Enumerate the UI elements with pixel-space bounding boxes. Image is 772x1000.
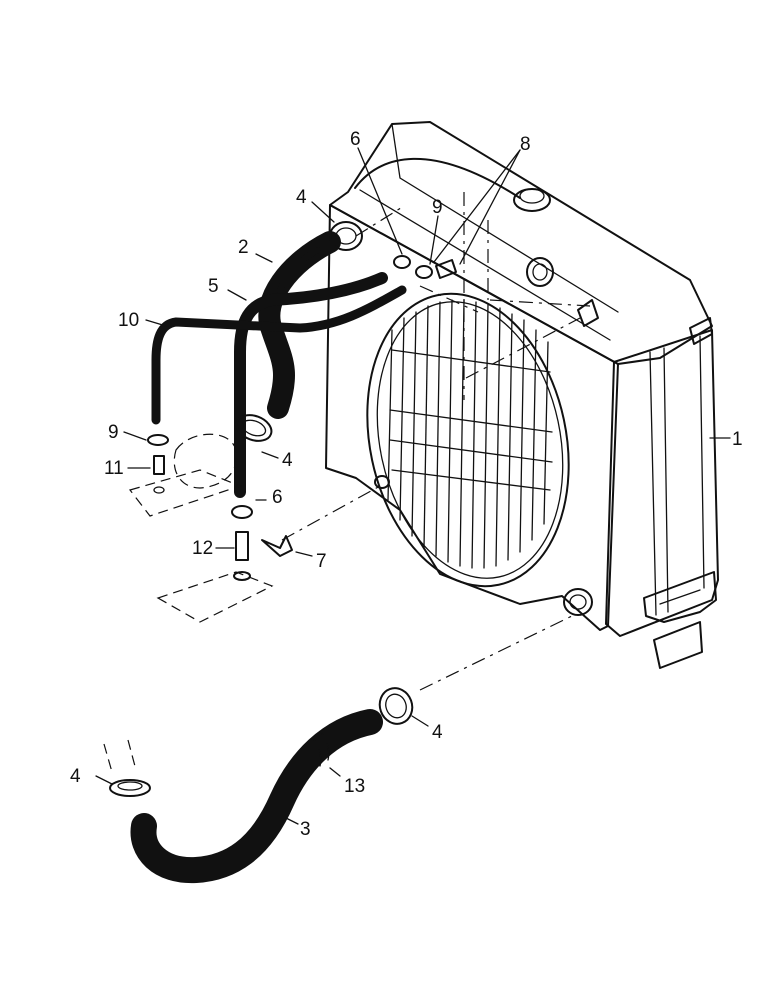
callout-13: 13 <box>344 776 365 797</box>
callout-8: 8 <box>520 134 531 155</box>
callout-9-upper: 9 <box>432 197 443 218</box>
callout-4-lower-left: 4 <box>70 766 81 787</box>
mount-plate-left <box>128 469 242 517</box>
fitting-12 <box>233 531 251 581</box>
callout-3: 3 <box>300 819 311 840</box>
bypass-hose-5 <box>234 272 388 498</box>
callout-11: 11 <box>104 458 124 479</box>
clamp-4-middle <box>235 414 273 442</box>
callout-4-middle: 4 <box>282 450 293 471</box>
callout-4-lower-right: 4 <box>432 722 443 743</box>
fitting-9-upper <box>415 259 457 279</box>
callout-6-upper: 6 <box>350 129 361 150</box>
fitting-6-lower <box>231 505 253 519</box>
callout-12: 12 <box>192 538 213 559</box>
callout-10: 10 <box>118 310 139 331</box>
callout-1: 1 <box>732 429 743 450</box>
callout-5: 5 <box>208 276 219 297</box>
mount-plate-lower <box>156 571 274 623</box>
callout-2: 2 <box>238 237 249 258</box>
fitting-6-upper <box>393 255 411 269</box>
callout-labels: 1 2 3 4 4 4 4 5 6 6 7 8 9 9 10 11 12 13 <box>70 129 743 840</box>
radiator <box>325 121 719 669</box>
fitting-9-left <box>147 434 169 446</box>
lower-hose-3 <box>130 709 383 884</box>
vent-tube-10 <box>151 285 407 425</box>
leader-lines <box>95 147 731 825</box>
callout-4-upper: 4 <box>296 187 307 208</box>
callout-7: 7 <box>316 551 327 572</box>
callout-6-lower: 6 <box>272 487 283 508</box>
clamp-4-lower-right <box>378 687 414 725</box>
hose-end-dashed <box>103 739 137 773</box>
callout-9-left: 9 <box>108 422 119 443</box>
fitting-7 <box>261 535 293 557</box>
center-lines <box>281 192 591 691</box>
fitting-11 <box>153 455 165 494</box>
gasket-outline <box>173 433 238 489</box>
clamp-4-lower-left <box>109 779 151 797</box>
